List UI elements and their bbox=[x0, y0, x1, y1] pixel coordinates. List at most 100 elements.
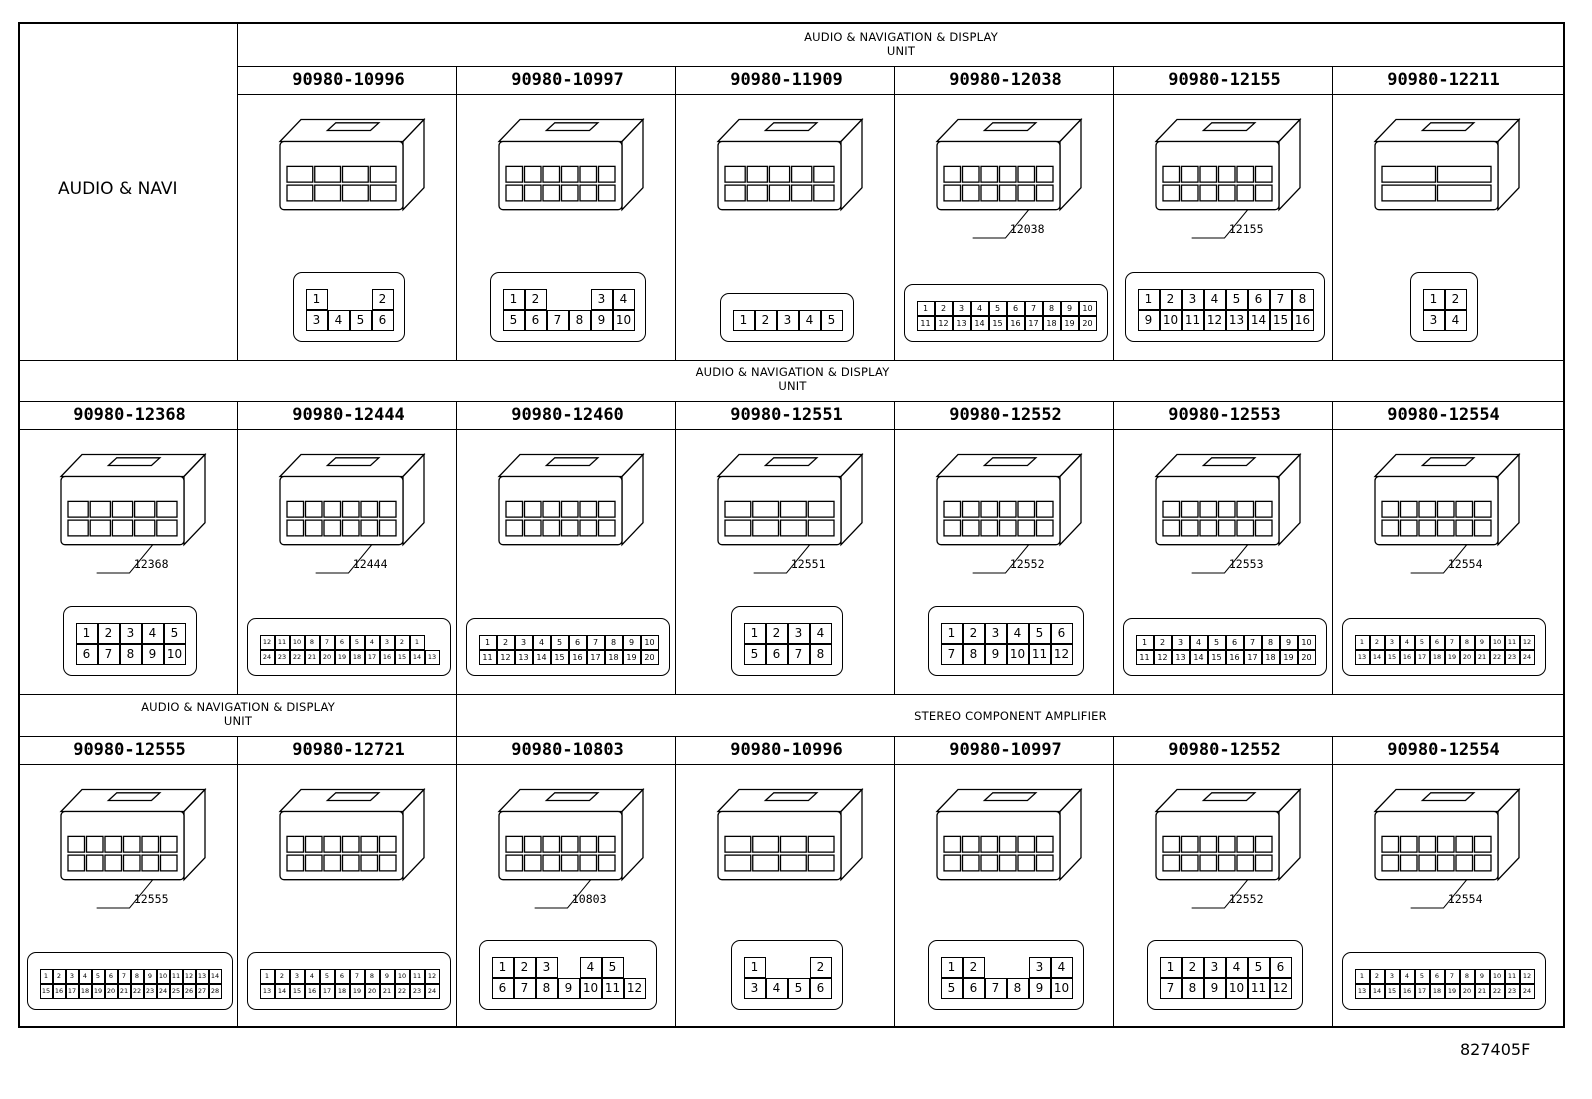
terminal-pin: 3 bbox=[65, 968, 79, 984]
terminal-pin: 12 bbox=[496, 649, 515, 665]
terminal-pin: 2 bbox=[524, 288, 547, 310]
terminal-pin: 4 bbox=[327, 309, 350, 331]
terminal-pin: 6 bbox=[1429, 968, 1445, 984]
part-number: 90980-10996 bbox=[292, 70, 405, 90]
terminal-pin: 15 bbox=[550, 649, 569, 665]
terminal-pin: 25 bbox=[169, 983, 183, 999]
terminal-pin: 5 bbox=[502, 309, 525, 331]
terminal-pin: 5 bbox=[1247, 956, 1270, 978]
terminal-pin: 9 bbox=[141, 643, 164, 665]
terminal-pin: 18 bbox=[604, 649, 623, 665]
terminal-pin: 5 bbox=[940, 977, 963, 999]
terminal-pin: 15 bbox=[1269, 309, 1292, 331]
terminal-pin: 1 bbox=[491, 956, 514, 978]
terminal-pin: 13 bbox=[1354, 649, 1370, 665]
terminal-pin: 1 bbox=[732, 309, 755, 331]
terminal-pin: 21 bbox=[379, 983, 395, 999]
terminal-pin: 4 bbox=[141, 622, 164, 644]
terminal-pin: 6 bbox=[371, 309, 394, 331]
terminal-pin: 17 bbox=[364, 649, 380, 665]
divider bbox=[894, 401, 895, 694]
terminal-pin: 2 bbox=[754, 309, 777, 331]
terminal-pin: 2 bbox=[962, 622, 985, 644]
terminal-pin: 4 bbox=[809, 622, 832, 644]
terminal-pin: 1 bbox=[940, 956, 963, 978]
terminal-pin: 2 bbox=[934, 300, 953, 316]
part-number: 90980-12444 bbox=[292, 405, 405, 425]
terminal-pin: 16 bbox=[379, 649, 395, 665]
terminal-pin: 12 bbox=[424, 968, 440, 984]
divider bbox=[237, 24, 238, 360]
divider bbox=[894, 66, 895, 360]
terminal-pin: 10 bbox=[1006, 643, 1029, 665]
terminal-pin: 9 bbox=[1279, 634, 1298, 650]
pin-gap bbox=[327, 288, 350, 310]
pin-gap bbox=[1006, 956, 1029, 978]
terminal-pin: 11 bbox=[601, 977, 624, 999]
terminal-pin: 11 bbox=[274, 634, 290, 650]
terminal-pin: 1 bbox=[940, 622, 963, 644]
terminal-pin: 21 bbox=[117, 983, 131, 999]
terminal-pin: 7 bbox=[546, 309, 569, 331]
terminal-pin: 1 bbox=[305, 288, 328, 310]
part-callout-label: 12554 bbox=[1447, 892, 1483, 906]
terminal-pin: 3 bbox=[379, 634, 395, 650]
connector-housing-drawing bbox=[497, 117, 645, 212]
connector-housing-drawing bbox=[497, 787, 645, 882]
callout-leader-line bbox=[96, 875, 157, 909]
terminal-pin: 10 bbox=[1159, 309, 1182, 331]
terminal-pin: 19 bbox=[1279, 649, 1298, 665]
terminal-pin: 3 bbox=[535, 956, 558, 978]
terminal-pin: 8 bbox=[119, 643, 142, 665]
terminal-pin: 19 bbox=[91, 983, 105, 999]
terminal-pin: 12 bbox=[934, 315, 953, 331]
callout-leader-line bbox=[1191, 540, 1252, 574]
terminal-pin: 18 bbox=[1261, 649, 1280, 665]
terminal-pin: 9 bbox=[1137, 309, 1160, 331]
terminal-pin: 6 bbox=[1225, 634, 1244, 650]
terminal-pin: 1 bbox=[1422, 288, 1445, 310]
terminal-pin: 8 bbox=[809, 643, 832, 665]
divider bbox=[20, 694, 1565, 695]
terminal-pin: 3 bbox=[119, 622, 142, 644]
terminal-pin: 22 bbox=[394, 983, 410, 999]
terminal-pin: 8 bbox=[604, 634, 623, 650]
connector-housing-drawing bbox=[59, 452, 207, 547]
terminal-pin: 2 bbox=[371, 288, 394, 310]
terminal-pin: 9 bbox=[1028, 977, 1051, 999]
terminal-pin: 13 bbox=[514, 649, 533, 665]
terminal-pin: 10 bbox=[156, 968, 170, 984]
terminal-pin: 7 bbox=[1444, 634, 1460, 650]
terminal-pin: 11 bbox=[1028, 643, 1051, 665]
terminal-pin: 15 bbox=[1384, 649, 1400, 665]
terminal-pin: 7 bbox=[97, 643, 120, 665]
terminal-pin: 8 bbox=[1261, 634, 1280, 650]
connector-sheet: AUDIO & NAVI AUDIO & NAVIGATION & DISPLA… bbox=[18, 22, 1565, 1028]
terminal-pin: 14 bbox=[208, 968, 222, 984]
part-callout-label: 12038 bbox=[1009, 222, 1045, 236]
terminal-pin: 24 bbox=[259, 649, 275, 665]
terminal-pin: 14 bbox=[409, 649, 425, 665]
terminal-pin: 9 bbox=[379, 968, 395, 984]
terminal-pin: 18 bbox=[1042, 315, 1061, 331]
divider bbox=[237, 94, 1565, 95]
terminal-pin: 5 bbox=[1225, 288, 1248, 310]
part-callout-label: 12444 bbox=[352, 557, 388, 571]
terminal-pin: 3 bbox=[1028, 956, 1051, 978]
connector-housing-drawing bbox=[716, 452, 864, 547]
terminal-pin: 16 bbox=[304, 983, 320, 999]
terminal-pin: 22 bbox=[1489, 649, 1505, 665]
part-number: 90980-10803 bbox=[511, 740, 624, 760]
terminal-pin: 3 bbox=[776, 309, 799, 331]
terminal-pin: 4 bbox=[364, 634, 380, 650]
terminal-pin: 19 bbox=[1060, 315, 1079, 331]
